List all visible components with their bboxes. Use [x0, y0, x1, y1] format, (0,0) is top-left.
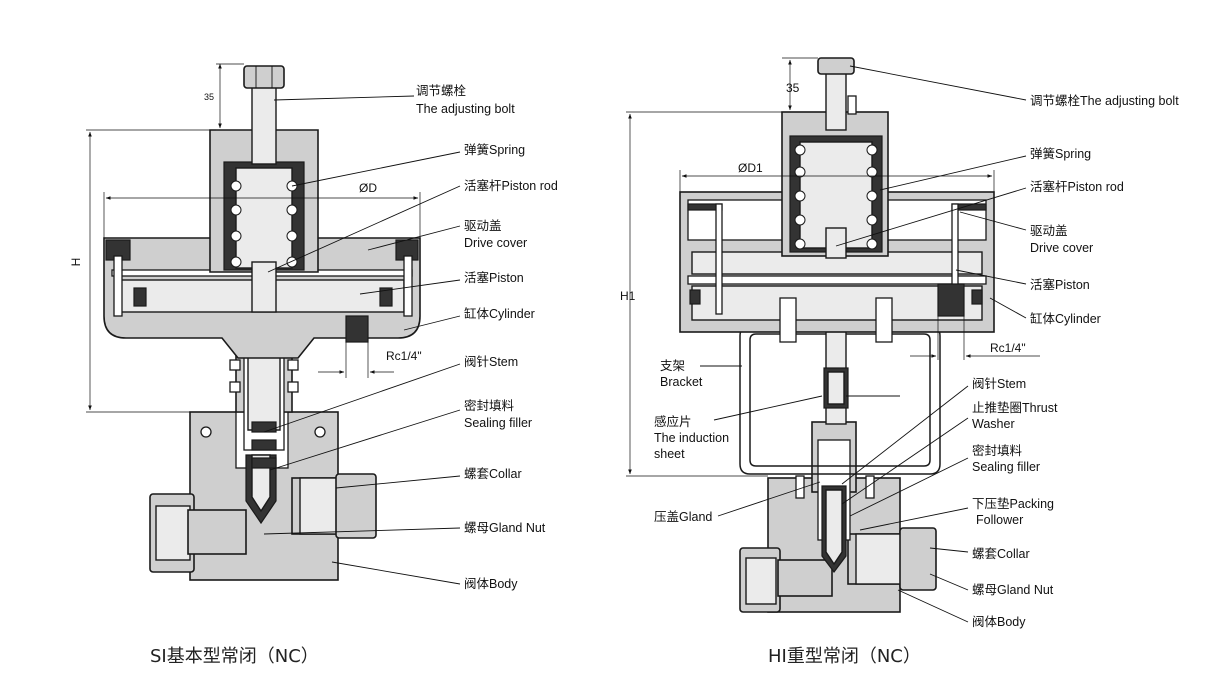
si-labels: 调节螺栓 The adjusting bolt 弹簧Spring 活塞杆Pist… [150, 83, 558, 667]
hi-dim-d1: ØD1 [738, 161, 763, 175]
hi-label-gland: 压盖Gland [654, 510, 712, 524]
si-label-body: 阀体Body [464, 577, 518, 591]
hi-label-body: 阀体Body [972, 615, 1026, 629]
hi-caption: HI重型常闭（NC） [768, 646, 921, 667]
hi-label-induction-en1: The induction [654, 431, 729, 445]
si-label-gland-nut: 螺母Gland Nut [464, 521, 546, 535]
hi-leaders [700, 65, 1027, 623]
si-label-drive-cover-en: Drive cover [464, 236, 527, 250]
hi-label-spring: 弹簧Spring [1030, 146, 1091, 161]
si-label-piston-rod: 活塞杆Piston rod [464, 178, 558, 193]
hi-label-gland-nut: 螺母Gland Nut [972, 583, 1054, 597]
si-dim-port: Rc1/4" [386, 349, 422, 363]
hi-label-piston: 活塞Piston [1030, 277, 1090, 292]
si-label-sealing-cn: 密封填料 [464, 398, 515, 413]
si-leaders [263, 95, 461, 585]
hi-label-collar: 螺套Collar [972, 546, 1030, 561]
hi-label-thrust-en: Washer [972, 417, 1015, 431]
hi-label-thrust-cn: 止推垫圈Thrust [972, 400, 1058, 415]
si-label-cylinder: 缸体Cylinder [464, 306, 535, 321]
hi-label-drive-cover-cn: 驱动盖 [1030, 224, 1068, 238]
si-caption: SI基本型常闭（NC） [150, 646, 319, 667]
hi-label-follower-en: Follower [976, 513, 1023, 527]
si-dimensions: 35 H ØD Rc1/4" [69, 63, 422, 413]
si-dim-h: H [69, 258, 83, 267]
hi-label-adjusting-bolt: 调节螺栓The adjusting bolt [1030, 93, 1179, 108]
si-label-piston: 活塞Piston [464, 270, 524, 285]
si-label-stem: 阀针Stem [464, 354, 518, 369]
si-label-collar: 螺套Collar [464, 466, 522, 481]
hi-label-cylinder: 缸体Cylinder [1030, 311, 1101, 326]
hi-dim-port: Rc1/4" [990, 341, 1026, 355]
si-label-sealing-en: Sealing filler [464, 416, 532, 430]
hi-dimensions: 35 H1 ØD1 Rc1/4" [620, 57, 1040, 477]
si-label-drive-cover-cn: 驱动盖 [464, 219, 502, 233]
hi-label-sealing-cn: 密封填料 [972, 443, 1023, 458]
hi-label-drive-cover-en: Drive cover [1030, 241, 1093, 255]
si-label-spring: 弹簧Spring [464, 142, 525, 157]
hi-labels: 调节螺栓The adjusting bolt 弹簧Spring 活塞杆Pisto… [654, 93, 1179, 667]
hi-label-sealing-en: Sealing filler [972, 460, 1040, 474]
hi-dim-35: 35 [786, 81, 800, 95]
si-dim-d: ØD [359, 181, 377, 195]
hi-label-induction-en2: sheet [654, 447, 685, 461]
hi-dim-h1: H1 [620, 289, 636, 303]
hi-label-bracket-en: Bracket [660, 375, 703, 389]
hi-label-bracket-cn: 支架 [660, 359, 685, 373]
hi-valve-drawing [679, 57, 995, 613]
si-valve-drawing [103, 65, 421, 581]
hi-label-follower-cn: 下压垫Packing [972, 496, 1054, 511]
si-label-adjusting-bolt-en: The adjusting bolt [416, 102, 515, 116]
si-dim-35: 35 [204, 92, 214, 102]
hi-label-stem: 阀针Stem [972, 376, 1026, 391]
hi-label-induction-cn: 感应片 [654, 414, 692, 429]
si-label-adjusting-bolt-cn: 调节螺栓 [416, 83, 467, 98]
hi-label-piston-rod: 活塞杆Piston rod [1030, 179, 1124, 194]
